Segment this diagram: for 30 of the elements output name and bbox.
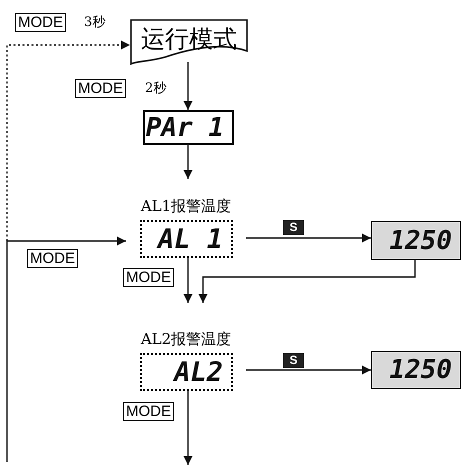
key-label: MODE xyxy=(75,79,126,98)
display-text: PAr 1 xyxy=(145,112,225,143)
parameter-heading: AL1报警温度 xyxy=(140,197,232,216)
dotted-display: AL2 xyxy=(140,353,233,391)
arrow xyxy=(6,236,126,462)
key-label: MODE xyxy=(123,402,174,421)
dotted-display: AL 1 xyxy=(140,220,233,258)
key-label: MODE xyxy=(27,249,78,268)
dotted-arrow xyxy=(6,40,130,241)
key-label: MODE xyxy=(15,13,66,32)
value-display xyxy=(371,351,461,389)
display-box xyxy=(143,110,234,145)
arrow xyxy=(246,234,371,242)
display-text: 1250 xyxy=(388,354,453,387)
parameter-heading: AL2报警温度 xyxy=(140,330,232,349)
key-label: MODE xyxy=(123,268,174,287)
arrow xyxy=(246,366,371,374)
arrow xyxy=(184,391,192,465)
arrow xyxy=(184,258,192,303)
duration-label: 2秒 xyxy=(145,80,166,97)
mode-title: 运行模式 xyxy=(140,25,238,53)
set-key-label: S xyxy=(283,220,304,235)
arrow xyxy=(184,145,192,179)
duration-label: 3秒 xyxy=(84,14,106,31)
value-display xyxy=(371,221,461,260)
arrow xyxy=(198,260,416,303)
arrow xyxy=(184,62,192,110)
document-shape xyxy=(130,19,248,65)
set-key-label: S xyxy=(283,353,304,368)
display-text: 1250 xyxy=(388,224,453,258)
